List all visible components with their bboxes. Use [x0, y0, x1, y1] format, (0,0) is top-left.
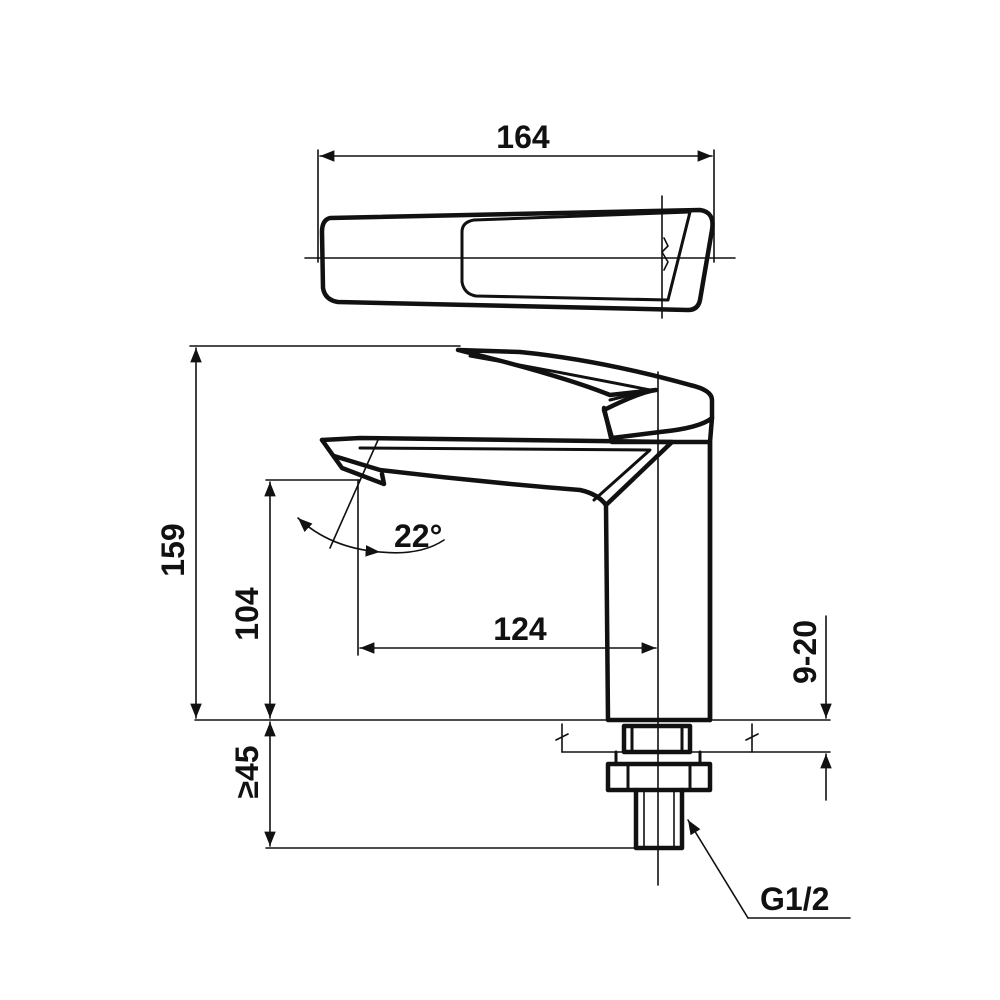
spout-inner-facet: [358, 446, 652, 502]
dim-label-thread: G1/2: [760, 881, 829, 917]
dimension-shank-length: ≥45: [229, 721, 637, 849]
top-view-tip-mark: [661, 237, 669, 271]
spout-aerator: [319, 437, 387, 487]
angle-arc: [297, 517, 381, 557]
top-view-lever-facet: [460, 210, 692, 302]
dim-label-spout-height: 104: [229, 587, 265, 641]
dim-label-deck-thickness: 9-20: [787, 620, 823, 684]
dimension-spout-reach: 124: [359, 611, 657, 654]
dimension-top-width: 164: [317, 119, 715, 263]
mounting-nut: [605, 761, 713, 793]
dimension-deck-thickness: 9-20: [787, 615, 832, 801]
dimension-spout-height: 104: [229, 479, 361, 719]
dimension-total-height: 159: [155, 345, 461, 719]
dim-label-total-height: 159: [155, 523, 191, 576]
lever-handle: [455, 347, 715, 441]
dim-label-spout-angle: 22°: [394, 518, 442, 554]
side-view: 22°: [297, 347, 715, 886]
lever-handle-inner: [468, 354, 652, 402]
angle-arc-extension: [379, 539, 445, 554]
dim-label-shank-length: ≥45: [229, 745, 265, 798]
dim-label-top-width: 164: [496, 119, 550, 155]
dim-label-spout-reach: 124: [493, 611, 547, 647]
top-view: [304, 195, 736, 319]
thread-callout: G1/2: [687, 819, 851, 919]
top-view-outline: [319, 207, 715, 313]
threaded-shank: [633, 787, 685, 851]
mounting-washer: [621, 723, 693, 755]
deck-mounting: [194, 719, 831, 851]
deck-break-marks: [555, 723, 759, 753]
